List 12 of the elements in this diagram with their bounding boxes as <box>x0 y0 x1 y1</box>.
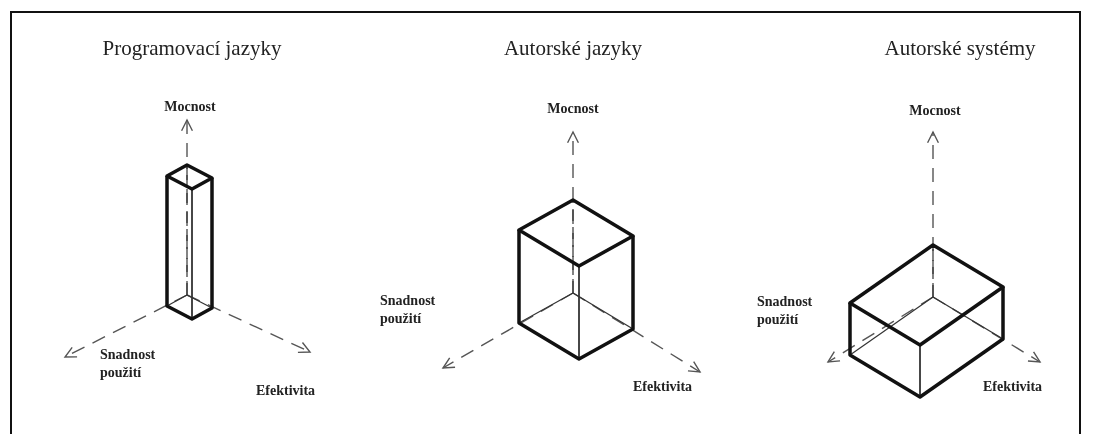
panel-title: Programovací jazyky <box>102 36 282 61</box>
axis-label: Snadnost použití <box>380 292 437 329</box>
axis-label: Mocnost <box>546 100 600 118</box>
axis-label: Efektivita <box>256 382 317 400</box>
axis-label: Mocnost <box>908 102 962 120</box>
axis-label: Mocnost <box>163 98 217 116</box>
axis-label: Efektivita <box>983 378 1044 396</box>
panel-title: Autorské systémy <box>884 36 1036 61</box>
panel-title: Autorské jazyky <box>503 36 643 61</box>
axis-label: Snadnost použití <box>100 346 157 383</box>
axis-label: Efektivita <box>633 378 694 396</box>
axis-label: Snadnost použití <box>757 293 814 330</box>
